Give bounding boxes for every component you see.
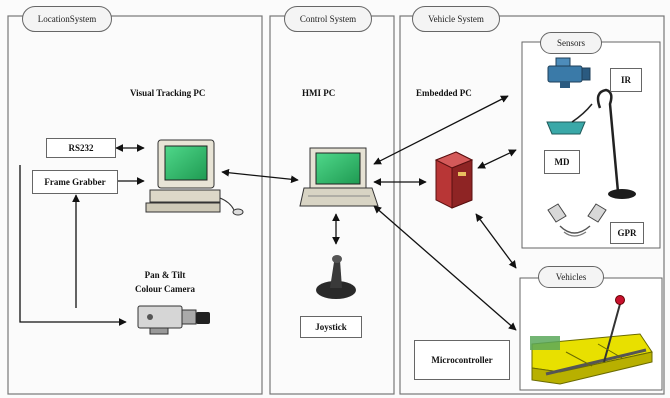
sensors-tab: Sensors: [540, 32, 602, 54]
ir-box: IR: [610, 68, 642, 92]
vehicle-system-tab: Vehicle System: [412, 6, 500, 32]
pan-tilt-camera-icon: [137, 305, 210, 335]
md-box: MD: [544, 150, 580, 174]
microcontroller-box: Microcontroller: [414, 340, 510, 380]
vehicles-tab: Vehicles: [538, 266, 604, 288]
vehicle-icon: [530, 295, 653, 385]
tracking-hmi-link: [221, 168, 299, 184]
location-system-tab: LocationSystem: [22, 6, 112, 32]
visual-tracking-pc-icon: [145, 139, 244, 216]
joystick-icon: [316, 255, 356, 299]
rs232-box: RS232: [46, 138, 116, 158]
embedded-pc-icon: [434, 151, 474, 209]
camera-control-link: [19, 165, 127, 326]
hmi-sensors-link: [373, 95, 509, 165]
hmi-pc-label: HMI PC: [302, 88, 336, 98]
embedded-vehicle-link: [475, 213, 517, 269]
camera-label-line1: Pan & Tilt: [144, 270, 186, 280]
connectors: [19, 95, 517, 331]
metal-detector-icon: [546, 88, 636, 199]
embedded-sensors-link: [477, 149, 517, 169]
gpr-box: GPR: [610, 222, 644, 244]
ir-camera-icon: [547, 57, 591, 88]
control-system-tab: Control System: [284, 6, 372, 32]
gpr-icon: [547, 203, 607, 237]
hmi-vehicle-link: [373, 205, 517, 331]
frame-grabber-box: Frame Grabber: [32, 170, 118, 194]
joystick-box: Joystick: [300, 316, 362, 338]
location-system-panel: [7, 15, 263, 395]
embedded-pc-label: Embedded PC: [416, 88, 472, 98]
visual-tracking-pc-label: Visual Tracking PC: [130, 88, 206, 98]
vehicle-system-panel: [399, 15, 665, 395]
hmi-laptop-icon: [299, 147, 379, 207]
camera-label-line2: Colour Camera: [134, 284, 196, 294]
